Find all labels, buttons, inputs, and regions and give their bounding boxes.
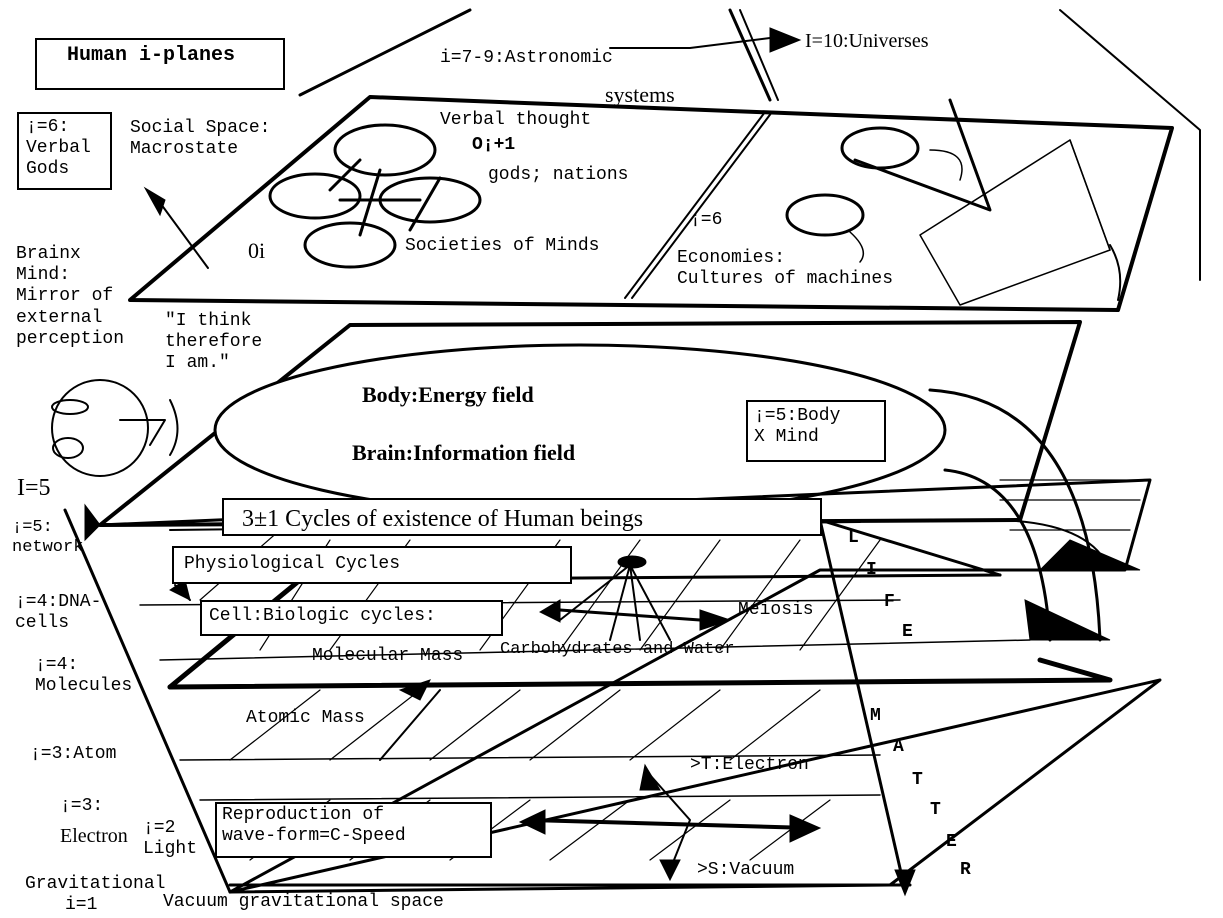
label-economies: Economies: Cultures of machines — [677, 248, 894, 290]
label-i3: ¡=3: — [60, 796, 104, 816]
label-think: "I think therefore I am." — [165, 311, 263, 374]
label-t-electron: >T:Electron — [690, 755, 809, 775]
label-s-vacuum: >S:Vacuum — [697, 860, 795, 880]
label-carbo: Carbohydrates and Water — [500, 640, 735, 659]
label-atomic: Atomic Mass — [246, 708, 365, 728]
label-gravitational: Gravitational — [25, 874, 166, 894]
verbal-gods-box — [17, 112, 112, 190]
plane-edge — [1059, 9, 1201, 281]
label-oi-plus: O¡+1 — [472, 135, 516, 155]
matter-letter-r: R — [960, 860, 971, 880]
label-i6: ¡=6 — [690, 210, 723, 230]
life-letter-i: I — [866, 560, 877, 580]
label-astronomic-systems: systems — [605, 82, 675, 107]
label-reproduction: Reproduction of wave-form=C-Speed — [222, 805, 406, 847]
label-meiosis: Meiosis — [738, 600, 814, 620]
matter-letter-m: M — [870, 706, 881, 726]
matter-letter-a: A — [893, 737, 904, 757]
label-i2-light: ¡=2 Light — [143, 818, 198, 860]
label-oi: 0i — [248, 238, 266, 263]
plane-edge — [298, 8, 472, 97]
label-body-energy: Body:Energy field — [362, 382, 534, 407]
label-verbal-thought: Verbal thought — [440, 110, 592, 130]
title-box — [35, 38, 285, 90]
label-electron: Electron — [60, 825, 128, 847]
matter-letter-t1: T — [912, 770, 923, 790]
life-letter-l: L — [848, 528, 859, 548]
label-physiological: Physiological Cycles — [184, 554, 401, 574]
label-i1: i=1 — [65, 895, 98, 915]
label-societies: Societies of Minds — [405, 236, 600, 256]
label-social-space: Social Space: Macrostate — [130, 118, 271, 160]
cycles-box — [222, 498, 822, 536]
label-i3-atom: ¡=3:Atom — [30, 744, 117, 764]
label-body-x-mind: ¡=5:Body X Mind — [754, 406, 841, 448]
matter-letter-t2: T — [930, 800, 941, 820]
label-cell-bio: Cell:Biologic cycles: — [209, 606, 436, 626]
life-letter-e: E — [902, 622, 913, 642]
label-universes: I=10:Universes — [805, 30, 929, 52]
reproduction-box — [215, 802, 492, 858]
cell-bio-box — [200, 600, 503, 636]
physiological-box — [172, 546, 572, 584]
social-plane — [128, 95, 1174, 312]
label-astronomic: i=7-9:Astronomic — [440, 48, 613, 68]
label-gods-nations: gods; nations — [488, 165, 629, 185]
thick-edge — [167, 657, 1113, 690]
label-i4-dna: ¡=4:DNA- cells — [15, 592, 102, 634]
label-cycles: 3±1 Cycles of existence of Human beings — [242, 506, 644, 532]
life-letter-f: F — [884, 592, 895, 612]
label-vacuum-space: Vacuum gravitational space — [163, 892, 444, 912]
label-verbal-gods: ¡=6: Verbal Gods — [26, 117, 91, 180]
label-brain-info: Brain:Information field — [352, 440, 576, 465]
label-i4-molecules: ¡=4: Molecules — [35, 655, 133, 697]
label-brain-mind: Brainx Mind: Mirror of external percepti… — [16, 244, 125, 349]
diagram-title: Human i-planes — [67, 44, 236, 67]
label-i5-network: ¡=5: network — [12, 518, 84, 558]
vacuum-plane — [228, 678, 1162, 894]
matter-letter-e: E — [946, 832, 957, 852]
plane-edge — [728, 8, 772, 102]
plane-edge — [739, 9, 779, 101]
body-x-mind-box — [746, 400, 886, 462]
label-molecular: Molecular Mass — [312, 646, 464, 666]
label-I5: I=5 — [17, 475, 51, 501]
